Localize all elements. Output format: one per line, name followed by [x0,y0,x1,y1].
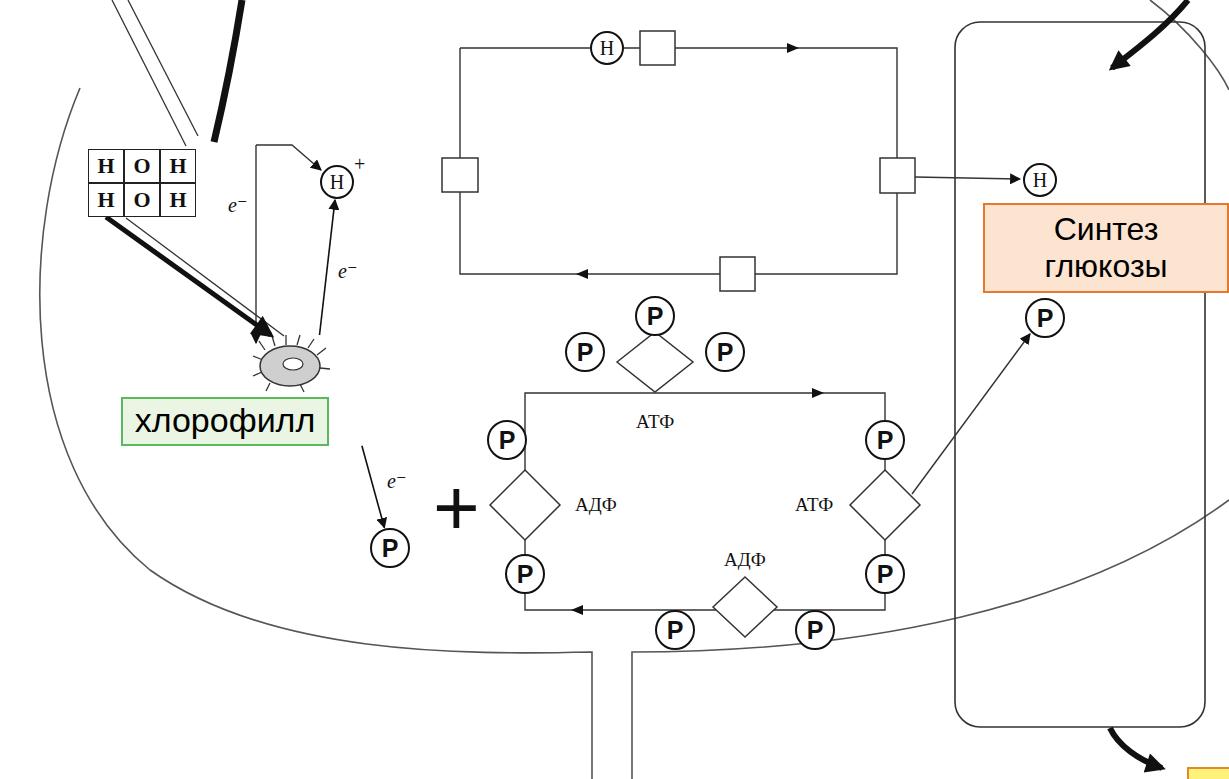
water-atom-cell: O [124,149,160,183]
water-atom-cell: H [160,183,196,217]
phosphate-circle: P [795,610,835,650]
cycle-arrowhead [812,388,824,398]
carrier-square [442,158,478,192]
chlorophyll-core [283,358,303,370]
node-text: P [877,560,894,589]
light-arrow [214,0,242,142]
proton-arrow [256,145,321,170]
node-text: P [1037,304,1054,333]
proton-circle: H+ [320,165,354,199]
node-text: P [667,616,684,645]
plus-sign: + [433,468,480,548]
node-text: H [600,37,614,60]
phosphate-circle: P [565,332,605,372]
carrier-square [640,31,675,65]
co2-arrow [1112,0,1188,68]
water-line [112,0,186,146]
node-text: P [717,338,734,367]
adp-diamond [490,470,560,540]
phosphate-circle: P [705,332,745,372]
connector-arrow [362,446,385,528]
chlorophyll-spikes [253,335,330,392]
node-text: H [330,171,344,194]
hydrogen-circle: H [1023,163,1057,197]
node-text: хлорофилл [121,397,330,446]
carrier-square [720,257,755,291]
chloroplast-outline [632,500,1229,779]
phosphate-transfer-arrow [912,334,1030,494]
product-box [1188,768,1229,779]
atp-diamond [617,332,693,392]
node-text: H [1033,169,1047,192]
cycle-arrowhead [571,605,583,615]
chlorophyll-body [260,346,320,386]
water-atom-cell: H [88,183,124,217]
node-text: P [499,426,516,455]
atp-label: АТФ [795,494,833,516]
electron-arrow [255,145,256,343]
phosphate-circle: P [487,420,527,460]
node-text: P [577,338,594,367]
atp-diamond [850,470,920,540]
chloroplast-outline [1150,0,1229,90]
chlorophyll-icon [253,335,330,392]
phosphate-circle: P [635,296,675,336]
phosphate-circle: P [505,554,545,594]
stroma-region [955,22,1205,727]
adp-diamond [713,577,777,637]
node-text: P [807,616,824,645]
node-text: O [133,155,150,177]
cycle-arrowhead [576,269,588,279]
electron-label: e⁻ [228,193,247,217]
water-atom-cell: H [88,149,124,183]
connector-arrow [106,217,271,335]
phosphate-circle: P [1025,298,1065,338]
hydrogen-circle: H [590,31,624,65]
node-text: P [647,302,664,331]
carrier-square [880,158,915,193]
atp-cycle-line [525,393,885,610]
atp-label: АТФ [636,411,674,433]
cycle-arrowhead [787,43,799,53]
hydrogen-transfer-arrow [915,177,1020,179]
chloroplast-outline [40,88,592,779]
glucose-out-arrow [1110,728,1162,768]
process-box: Синтез глюкозы [983,203,1229,293]
node-text: H [97,189,114,211]
node-superscript: + [354,154,365,174]
adp-label: АДФ [724,549,766,571]
water-atom-cell: O [124,183,160,217]
adp-label: АДФ [575,494,617,516]
node-text: H [169,189,186,211]
chlorophyll-label-box: хлорофилл [62,335,388,446]
node-text: H [97,155,114,177]
node-text: P [517,560,534,589]
node-text: P [877,426,894,455]
node-text: P [382,534,399,563]
edge-label: e⁻ [387,469,406,493]
node-text: O [133,189,150,211]
water-atom-cell: H [160,149,196,183]
edge-label: e⁻ [338,259,357,283]
phosphate-circle: P [865,420,905,460]
node-text: H [169,155,186,177]
carrier-cycle-line [460,48,897,274]
phosphate-circle: P [865,554,905,594]
phosphate-circle: P [370,528,410,568]
water-line [126,218,284,336]
node-text: Синтез глюкозы [991,211,1221,285]
phosphate-circle: P [655,610,695,650]
water-line [128,0,198,136]
connector-arrow [320,200,336,335]
